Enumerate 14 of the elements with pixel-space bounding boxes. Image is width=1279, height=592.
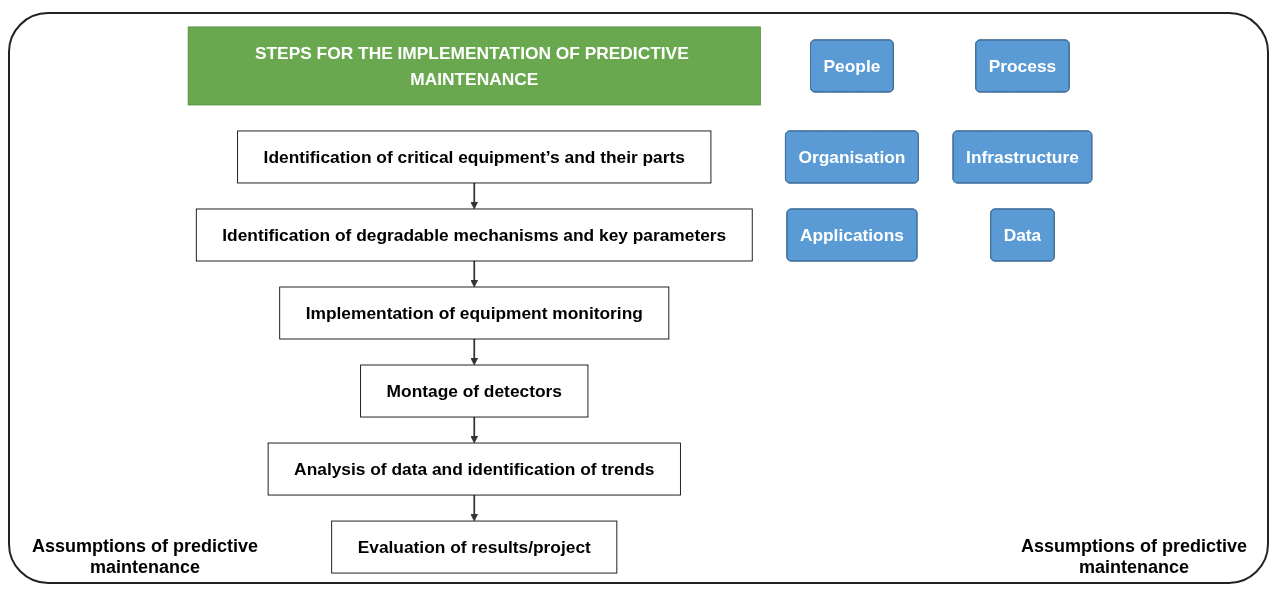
- node-box: Identification of critical equipment’s and their parts: [237, 130, 712, 184]
- note-text: Assumptions of predictive maintenance: [1019, 536, 1248, 578]
- arrow: [470, 416, 479, 444]
- node-box: Identification of degradable mechanisms and key parameters: [195, 208, 753, 262]
- node-box: Evaluation of results/project: [331, 520, 618, 574]
- arrow: [470, 260, 479, 288]
- note-text: Assumptions of predictive maintenance: [30, 536, 259, 578]
- arrow: [470, 494, 479, 522]
- node-box: Montage of detectors: [360, 364, 589, 418]
- arrow: [470, 182, 479, 210]
- arrow: [470, 338, 479, 366]
- node-box: Implementation of equipment monitoring: [279, 286, 670, 340]
- node-box: STEPS FOR THE IMPLEMENTATION OF PREDICTIVE MAINTENANCE: [187, 26, 761, 106]
- node-box: Analysis of data and identification of trends: [267, 442, 681, 496]
